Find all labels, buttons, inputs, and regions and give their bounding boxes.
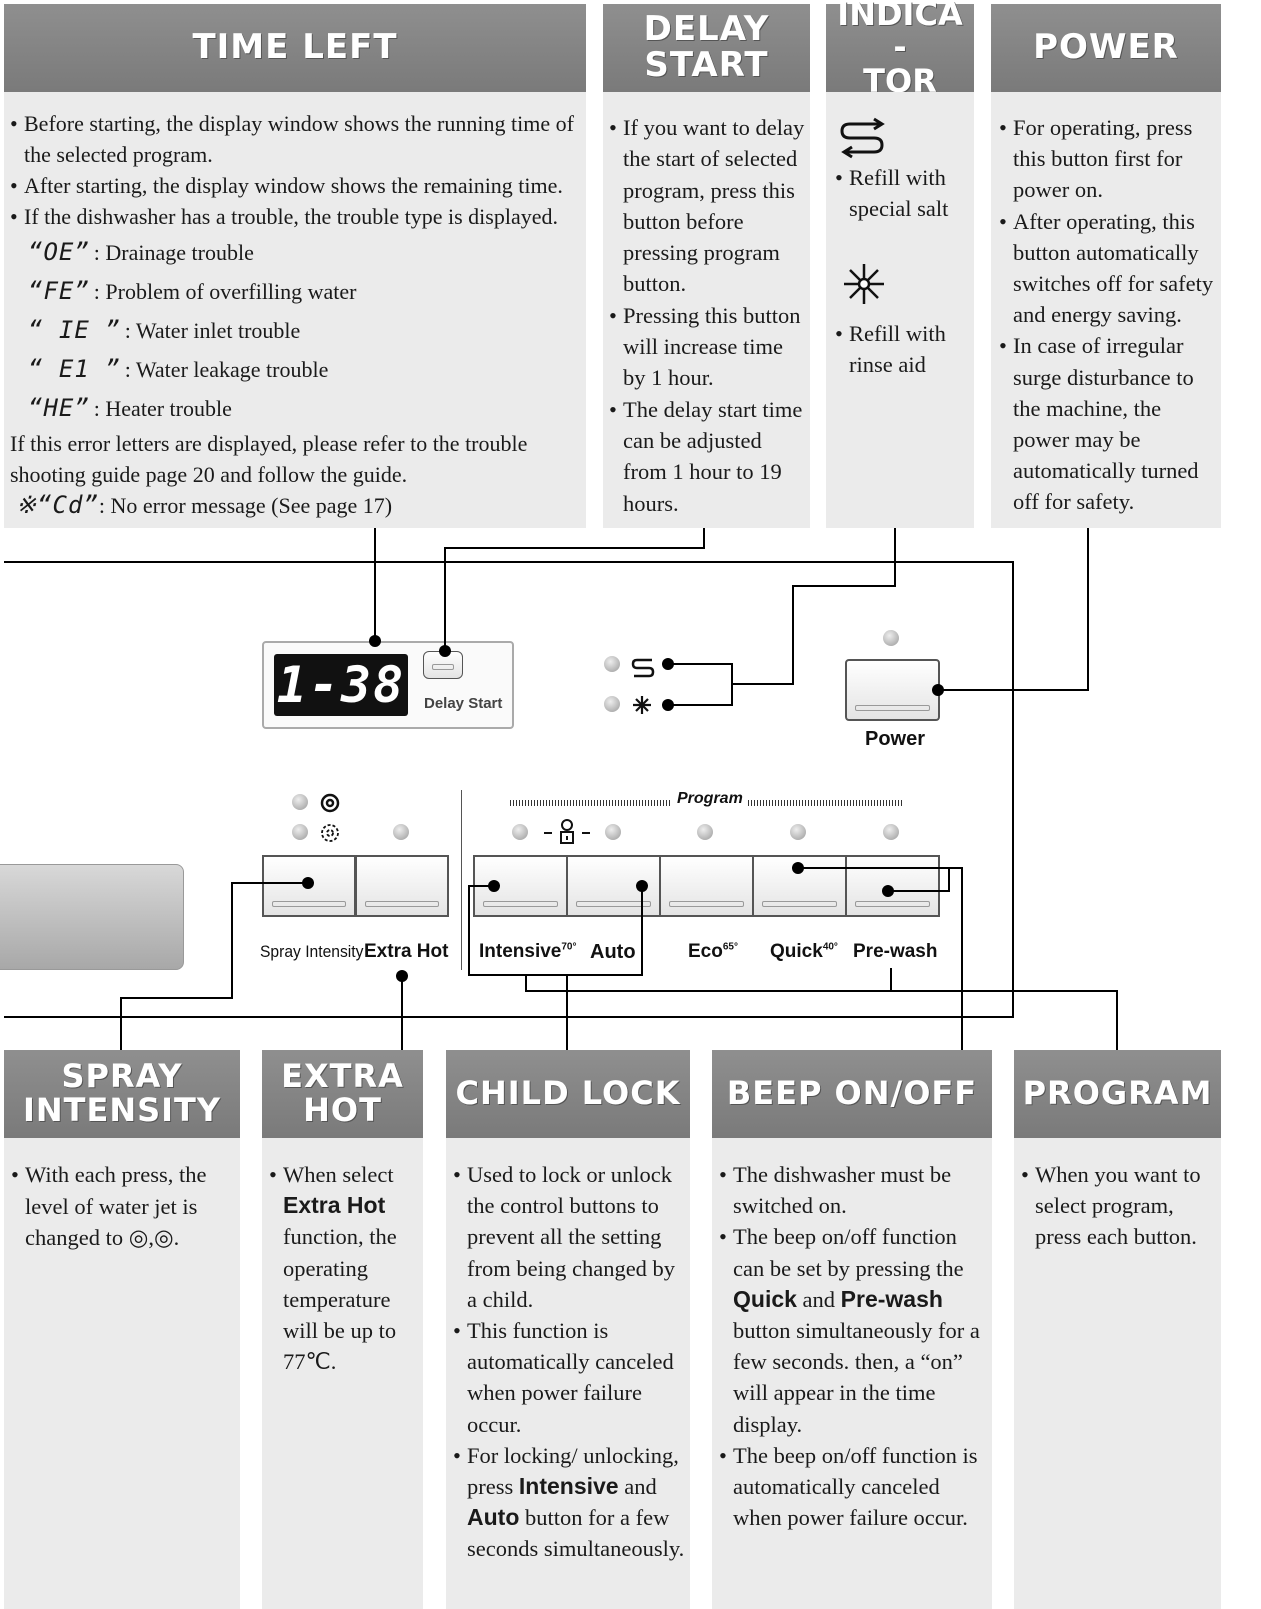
- error-note: If this error letters are displayed, ple…: [10, 431, 528, 487]
- indicator-text-salt: Refill with special salt: [835, 162, 973, 224]
- program-text: When you want to select program, press e…: [1021, 1159, 1217, 1253]
- spray-soft-icon: [321, 824, 339, 842]
- auto-led: [605, 824, 621, 840]
- power-button[interactable]: [845, 659, 940, 721]
- bullet: Refill with special salt: [835, 162, 973, 224]
- bullet: This function is automatically canceled …: [453, 1315, 689, 1440]
- indicator-panel-icons: [631, 658, 655, 714]
- beep-header: BEEP ON/OFF: [712, 1050, 992, 1138]
- spray-intensity-label: Spray Intensity: [260, 942, 364, 961]
- indicator-text-rinse: Refill with rinse aid: [835, 318, 973, 380]
- power-label: Power: [865, 728, 926, 750]
- bullet: Pressing this button will increase time …: [609, 300, 805, 394]
- auto-label: Auto: [590, 941, 636, 963]
- bullet: If you want to delay the start of select…: [609, 112, 805, 300]
- panel-edge: [0, 864, 184, 970]
- bullet: The beep on/off function can be set by p…: [719, 1221, 987, 1439]
- footnote: ※“Cd”: No error message (See page 17): [16, 491, 393, 519]
- spray-strong-icon: [320, 793, 340, 813]
- intensive-led: [512, 824, 528, 840]
- program-header: PROGRAM: [1014, 1050, 1221, 1138]
- delay-start-button[interactable]: [423, 651, 463, 679]
- quick-led: [790, 824, 806, 840]
- intensive-label: Intensive70°: [479, 941, 577, 962]
- intensive-temp: 70°: [561, 941, 577, 953]
- extra-hot-button[interactable]: [355, 855, 449, 917]
- program-label: Program: [677, 790, 743, 807]
- error-code-row: “ IE ”: Water inlet trouble: [28, 316, 301, 344]
- display-digits: 1-38: [276, 656, 406, 714]
- eco-temp: 65°: [722, 941, 738, 953]
- error-code-row: “HE”: Heater trouble: [28, 394, 232, 422]
- spray-intensity-button[interactable]: [262, 855, 356, 917]
- delay-start-label: Delay Start: [424, 695, 503, 712]
- spray-strong-led: [292, 794, 308, 810]
- eco-button[interactable]: [659, 855, 754, 917]
- quick-temp: 40°: [822, 941, 838, 953]
- bullet: When you want to select program, press e…: [1021, 1159, 1217, 1253]
- program-dots-left: [510, 800, 670, 806]
- error-code-row: “FE”: Problem of overfilling water: [28, 277, 357, 305]
- time-left-text: Before starting, the display window show…: [10, 108, 580, 521]
- bullet: Before starting, the display window show…: [10, 108, 580, 170]
- extra-hot-text: When select Extra Hot function, the oper…: [269, 1159, 419, 1377]
- extra-hot-header: EXTRA HOT: [262, 1050, 423, 1138]
- extra-hot-label: Extra Hot: [364, 941, 449, 962]
- program-dots-right: [748, 800, 902, 806]
- bullet: In case of irregular surge disturbance t…: [999, 330, 1219, 517]
- prewash-button[interactable]: [845, 855, 940, 917]
- delay-start-text: If you want to delay the start of select…: [609, 112, 805, 519]
- beep-text: The dishwasher must be switched on. The …: [719, 1159, 987, 1533]
- prewash-led: [883, 824, 899, 840]
- prewash-label: Pre-wash: [853, 941, 938, 962]
- power-text: For operating, press this button first f…: [999, 112, 1219, 518]
- bullet: After operating, this button automatical…: [999, 206, 1219, 331]
- delay-start-header: DELAY START: [603, 4, 810, 92]
- bullet: Used to lock or unlock the control butto…: [453, 1159, 689, 1315]
- quick-label: Quick40°: [770, 941, 838, 962]
- power-led: [883, 630, 899, 646]
- spray-intensity-header: SPRAY INTENSITY: [4, 1050, 240, 1138]
- salt-led: [604, 656, 620, 672]
- bullet: For locking/ unlocking, press Intensive …: [453, 1440, 689, 1565]
- panel-divider: [461, 790, 462, 970]
- bullet: When select Extra Hot function, the oper…: [269, 1159, 419, 1377]
- eco-label: Eco65°: [688, 941, 738, 962]
- bullet: If the dishwasher has a trouble, the tro…: [10, 201, 580, 232]
- child-lock-header: CHILD LOCK: [446, 1050, 690, 1138]
- bullet: For operating, press this button first f…: [999, 112, 1219, 206]
- bullet: The beep on/off function is automaticall…: [719, 1440, 987, 1534]
- bullet: The dishwasher must be switched on.: [719, 1159, 987, 1221]
- bullet: With each press, the level of water jet …: [11, 1159, 236, 1254]
- time-left-header: TIME LEFT: [4, 4, 586, 92]
- eco-led: [697, 824, 713, 840]
- child-lock-text: Used to lock or unlock the control butto…: [453, 1159, 689, 1565]
- extra-hot-led: [393, 824, 409, 840]
- bullet: The delay start time can be adjusted fro…: [609, 394, 805, 519]
- quick-button[interactable]: [752, 855, 847, 917]
- indicator-box: [826, 92, 974, 528]
- auto-button[interactable]: [566, 855, 661, 917]
- power-header: POWER: [991, 4, 1221, 92]
- indicator-header: INDICA - TOR: [826, 0, 974, 98]
- bullet: Refill with rinse aid: [835, 318, 973, 380]
- rinse-led: [604, 696, 620, 712]
- error-code-row: “ E1 ”: Water leakage trouble: [28, 355, 329, 383]
- bullet: After starting, the display window shows…: [10, 170, 580, 201]
- extra-hot-bold: Extra Hot: [283, 1192, 386, 1219]
- intensive-button[interactable]: [473, 855, 568, 917]
- display-window: 1-38: [274, 654, 408, 716]
- spray-soft-led: [292, 824, 308, 840]
- error-code-row: “OE”: Drainage trouble: [28, 238, 254, 266]
- spray-intensity-text: With each press, the level of water jet …: [11, 1159, 236, 1254]
